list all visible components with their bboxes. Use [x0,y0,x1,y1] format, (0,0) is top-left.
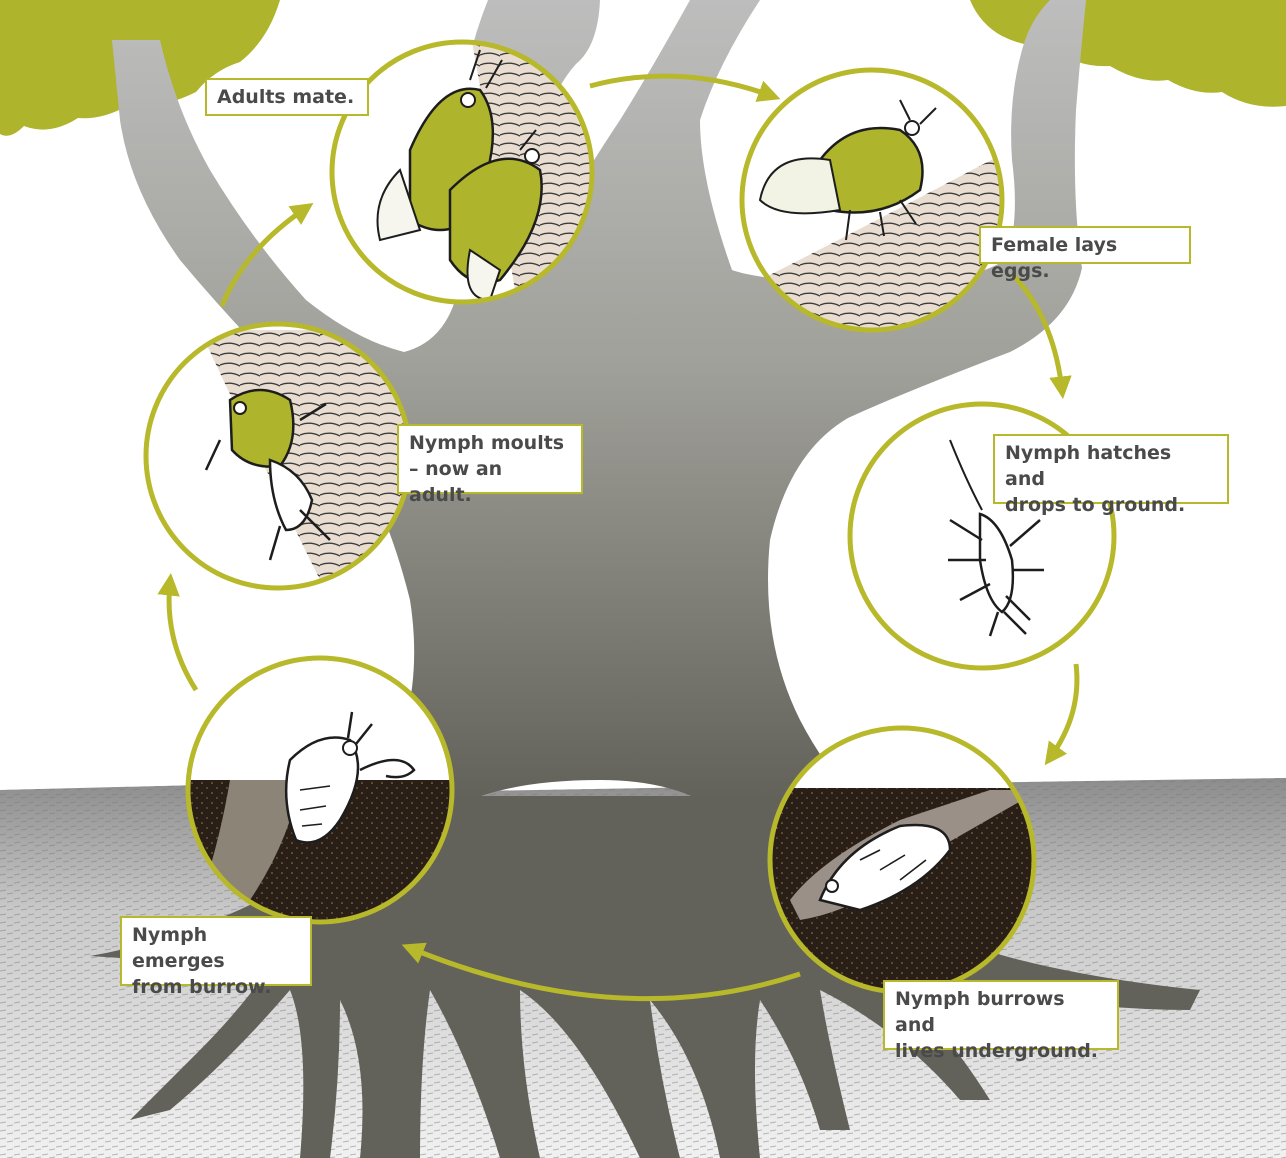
label-nymph-emerges: Nymph emerges from burrow. [120,916,312,986]
label-adults-mate: Adults mate. [205,78,369,116]
label-female-lays-eggs: Female lays eggs. [979,226,1191,264]
label-nymph-moults: Nymph moults – now an adult. [397,424,583,494]
arrow-emerge-to-moult [169,582,196,690]
label-nymph-hatches: Nymph hatches and drops to ground. [993,434,1229,504]
arrow-hatch-to-burrow [1050,664,1077,758]
label-nymph-burrows: Nymph burrows and lives underground. [883,980,1119,1050]
